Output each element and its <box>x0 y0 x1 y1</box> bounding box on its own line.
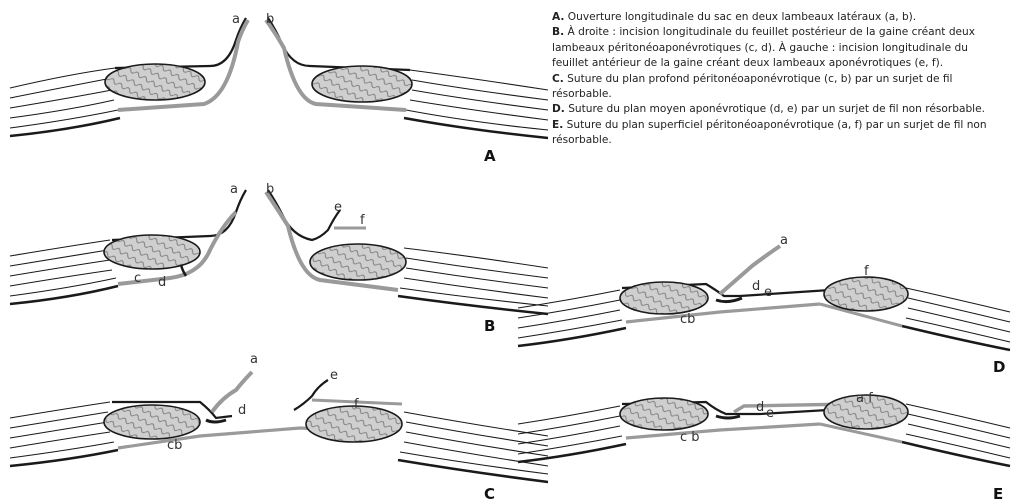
flap-label-cb: cb <box>167 438 182 453</box>
flap-label-c: c <box>134 271 141 286</box>
panel-label-a: A <box>484 147 496 165</box>
legend-item-e: E. Suture du plan superficiel péritonéoa… <box>552 118 1007 149</box>
legend-key: D. <box>552 103 565 115</box>
flap-label-f: f <box>864 264 869 279</box>
panel-a: a b A <box>10 12 548 165</box>
flap-label-b: b <box>266 12 274 27</box>
flap-label-a: a <box>230 182 238 197</box>
panel-d: a d e f cb D <box>518 233 1010 376</box>
flap-label-d: d <box>158 275 166 290</box>
panel-label-c: C <box>484 485 495 503</box>
left-rectus-muscle <box>620 398 708 430</box>
left-rectus-muscle <box>105 64 205 100</box>
figure-legend: A. Ouverture longitudinale du sac en deu… <box>552 10 1007 149</box>
flap-label-cb: cb <box>680 312 695 327</box>
legend-item-d: D. Suture du plan moyen aponévrotique (d… <box>552 102 1007 117</box>
left-rectus-muscle <box>620 282 708 314</box>
flap-label-e: e <box>764 285 772 300</box>
panel-label-d: D <box>993 358 1005 376</box>
flap-label-e: e <box>766 406 774 421</box>
flap-label-a: a <box>780 233 788 248</box>
right-rectus-muscle <box>310 244 406 280</box>
legend-text: Ouverture longitudinale du sac en deux l… <box>564 11 916 23</box>
legend-item-b: B. À droite : incision longitudinale du … <box>552 25 1007 71</box>
flap-label-e: e <box>330 368 338 383</box>
legend-text: Suture du plan moyen aponévrotique (d, e… <box>565 103 985 115</box>
panel-e: a f d e c b E <box>518 391 1010 503</box>
panel-label-e: E <box>993 485 1003 503</box>
panel-c: a d cb e f C <box>10 352 548 503</box>
flap-label-d: d <box>756 400 764 415</box>
legend-text: Suture du plan superficiel péritonéoapon… <box>552 119 987 146</box>
left-rectus-muscle <box>104 235 200 269</box>
legend-text: Suture du plan profond péritonéoaponévro… <box>552 73 952 100</box>
right-rectus-muscle <box>824 277 908 311</box>
right-muscle-bundle <box>266 190 548 314</box>
legend-key: E. <box>552 119 563 131</box>
legend-key: B. <box>552 26 564 38</box>
flap-label-a: a <box>250 352 258 367</box>
flap-label-d: d <box>752 279 760 294</box>
legend-key: C. <box>552 73 564 85</box>
flap-label-b: b <box>266 182 274 197</box>
legend-key: A. <box>552 11 564 23</box>
legend-item-a: A. Ouverture longitudinale du sac en deu… <box>552 10 1007 25</box>
flap-label-cb: c b <box>680 430 700 445</box>
left-rectus-muscle <box>104 405 200 439</box>
flap-label-af: a f <box>856 391 873 406</box>
panel-b: a b c d e f B <box>10 182 548 335</box>
flap-label-a: a <box>232 12 240 27</box>
legend-item-c: C. Suture du plan profond péritonéoaponé… <box>552 72 1007 103</box>
legend-text: À droite : incision longitudinale du feu… <box>552 26 975 69</box>
flap-label-f: f <box>354 397 359 412</box>
flap-label-e: e <box>334 200 342 215</box>
right-rectus-muscle <box>312 66 412 102</box>
flap-label-f: f <box>360 213 365 228</box>
flap-label-d: d <box>238 403 246 418</box>
panel-label-b: B <box>484 317 495 335</box>
